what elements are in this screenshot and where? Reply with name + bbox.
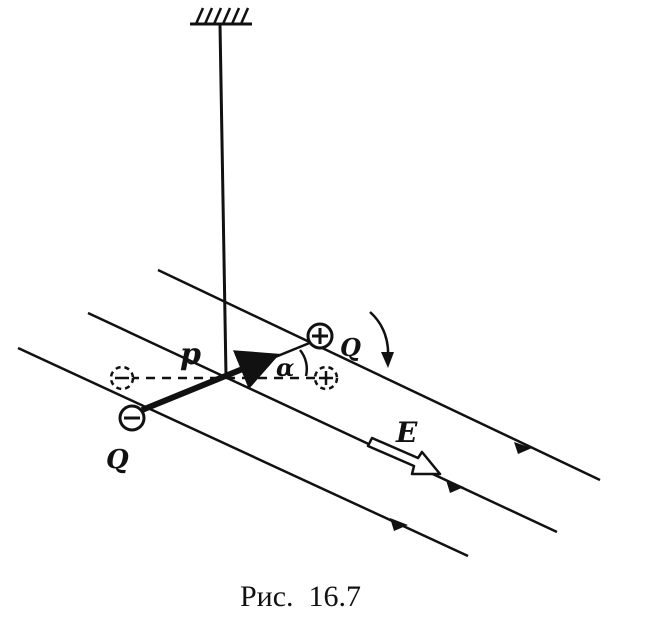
dipole-moment-vector (140, 350, 280, 413)
negative-charge (118, 404, 146, 432)
field-lines (17, 268, 601, 558)
figure-caption: Рис. 16.7 (240, 580, 361, 613)
angle-arc (299, 349, 309, 377)
field-line-arrow-1 (514, 442, 532, 454)
field-line-1 (157, 268, 601, 482)
angle-label: α (276, 353, 294, 382)
field-vector-arrow (366, 436, 442, 476)
field-line-arrow-3 (390, 518, 408, 531)
dipole-moment-label: p (180, 337, 201, 372)
field-label: E (395, 416, 418, 449)
negative-charge-label: Q (106, 445, 129, 475)
initial-negative-charge-dashed (109, 365, 135, 391)
positive-charge (306, 322, 334, 350)
positive-charge-label: Q (340, 333, 361, 362)
rotation-arrow (369, 311, 394, 368)
initial-positive-charge-dashed (313, 365, 339, 391)
field-line-arrow-2 (446, 480, 464, 493)
suspension-thread (218, 23, 228, 377)
ceiling-mount (190, 7, 252, 26)
field-line-2 (87, 311, 558, 534)
